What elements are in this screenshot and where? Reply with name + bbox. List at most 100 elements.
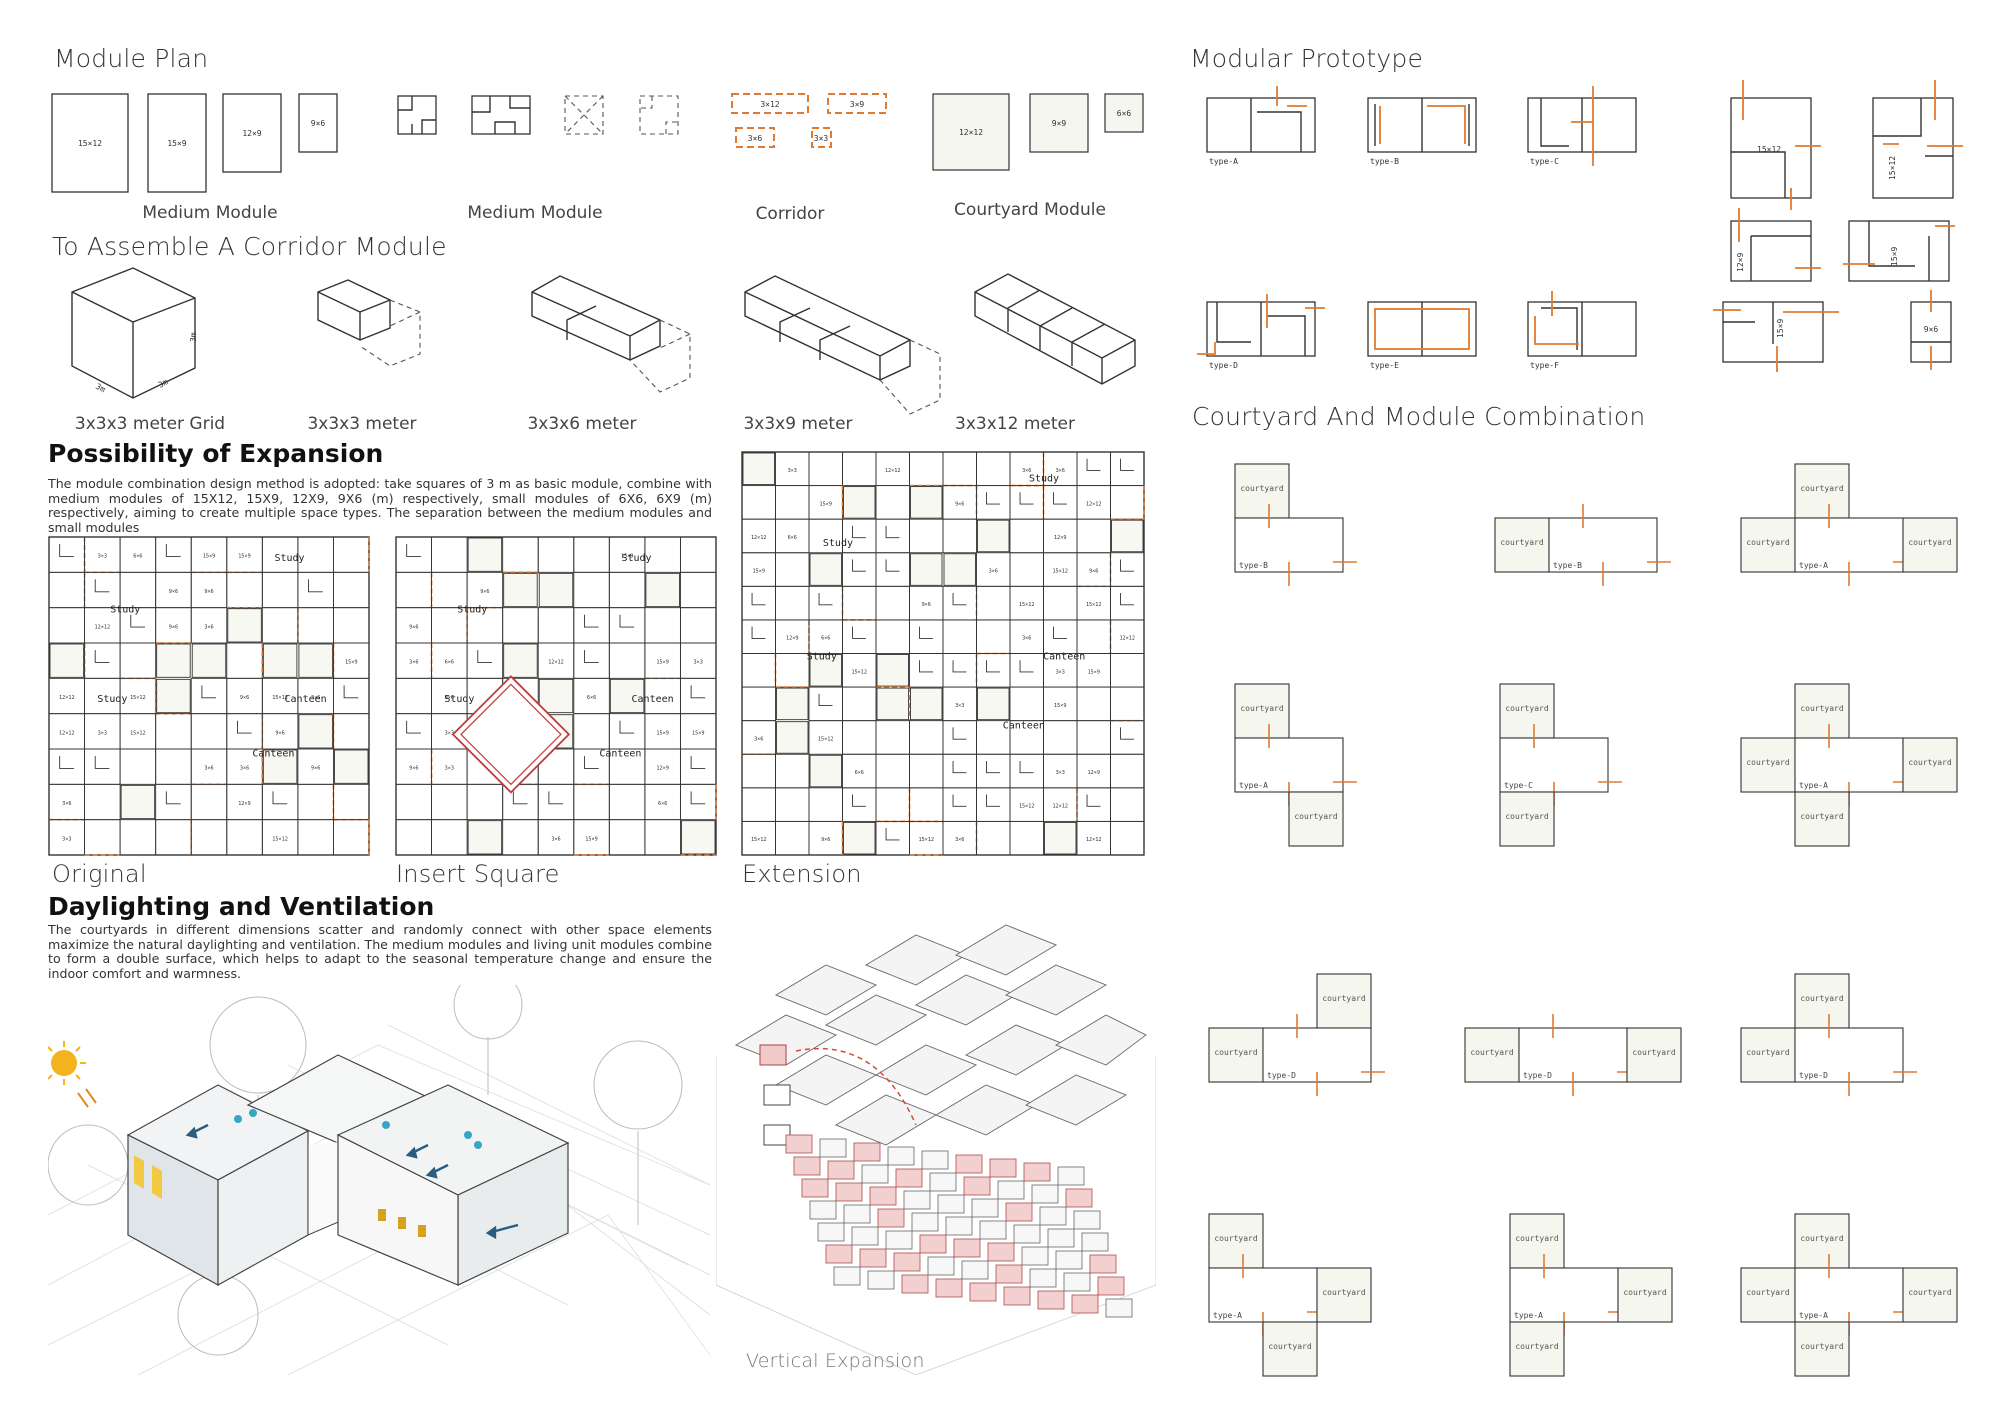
- plan-room-label: Canteen: [252, 748, 294, 759]
- courtyard-label: courtyard: [1746, 1288, 1790, 1297]
- module-block: [945, 1216, 973, 1236]
- svg-text:3m: 3m: [157, 377, 170, 390]
- module-block: [893, 1252, 921, 1272]
- plan-courtyard-cell: [776, 721, 809, 754]
- plan-room-label: Canteen: [285, 694, 327, 705]
- plan-courtyard-cell: [49, 643, 85, 678]
- plan-cell-label: 3×3: [694, 660, 703, 666]
- expansion-paragraph: The module combination design method is …: [48, 476, 712, 535]
- module-block: [921, 1150, 949, 1170]
- type-b: type-B: [1367, 97, 1477, 166]
- plan-courtyard-cell: [809, 654, 842, 687]
- module-block: [1005, 1202, 1033, 1222]
- plan-cell-label: 15×12: [918, 837, 934, 843]
- plan-room-wall: [406, 544, 421, 557]
- module-plan-title: Module Plan: [54, 44, 209, 73]
- svg-text:type-B: type-B: [1370, 157, 1399, 166]
- plan-room-wall: [406, 720, 421, 734]
- courtyard-label: courtyard: [1908, 758, 1952, 767]
- module-block: [793, 1156, 821, 1176]
- plan-room-wall: [751, 626, 766, 639]
- plan-courtyard-cell: [910, 486, 943, 519]
- module-block: [989, 1158, 1017, 1178]
- roof-panels: [734, 924, 1147, 1146]
- module-block: [1003, 1286, 1031, 1306]
- courtyard-block: [1794, 1213, 1850, 1269]
- plan-room-wall: [165, 791, 181, 805]
- courtyard-block: [1902, 737, 1958, 793]
- proto-15x9: 15×9: [1843, 220, 1955, 282]
- courtyard-block: [1208, 1213, 1264, 1269]
- plan-cell-label: 3×3: [98, 730, 107, 736]
- module-block: [801, 1178, 829, 1198]
- plan-room-label: Canteen: [1003, 720, 1045, 731]
- module-block: [853, 1142, 881, 1162]
- plan-cell-label: 15×12: [1086, 602, 1102, 608]
- plan-cell-label: 15×9: [692, 730, 705, 736]
- plan-cell-label: 9×6: [445, 695, 454, 701]
- plan-courtyard-cell: [262, 749, 298, 784]
- svg-text:12×9: 12×9: [242, 129, 261, 138]
- plan-cell: [431, 819, 468, 856]
- module-block: [963, 1176, 991, 1196]
- plan-courtyard-cell: [843, 486, 876, 519]
- plan-cell: [332, 713, 370, 750]
- module-block: [895, 1168, 923, 1188]
- plan-cell-label: 15×9: [1054, 703, 1067, 709]
- plan-room-wall: [690, 685, 706, 699]
- svg-text:type-F: type-F: [1530, 361, 1559, 370]
- combination-type-label: type-A: [1213, 1311, 1242, 1320]
- plan-cell-label: 3×6: [754, 736, 763, 742]
- plan-room-wall: [619, 614, 635, 628]
- plan-cell-label: 15×12: [751, 837, 767, 843]
- plan-room-wall: [952, 593, 967, 606]
- svg-text:9×6: 9×6: [1924, 325, 1939, 334]
- plan-cell-label: 6×6: [445, 660, 454, 666]
- svg-text:12×12: 12×12: [959, 128, 983, 137]
- plan-room-wall: [94, 650, 110, 663]
- courtyard-label: courtyard: [1470, 1048, 1514, 1057]
- plan-courtyard-cell: [503, 572, 538, 608]
- module-block: [1071, 1294, 1099, 1314]
- plan-cell-label: 3×3: [1056, 770, 1065, 776]
- plan-room-wall: [94, 579, 110, 593]
- module-block: [1081, 1232, 1109, 1252]
- plan-room-wall: [818, 593, 833, 606]
- plan-courtyard-cell: [609, 678, 645, 714]
- combination-type-label: type-A: [1799, 561, 1828, 570]
- plan-room-wall: [272, 791, 288, 805]
- courtyard-label: courtyard: [1240, 484, 1284, 493]
- plan-cell-label: 9×6: [275, 730, 284, 736]
- caption-grid: 3x3x3 meter Grid: [74, 414, 226, 434]
- plan-courtyard-cell: [910, 553, 943, 586]
- module-block: [885, 1230, 913, 1250]
- plan-cell-label: 9×6: [204, 589, 213, 595]
- inserted-square-inner: [460, 683, 562, 786]
- plan-cell-label: 12×12: [1086, 837, 1102, 843]
- svg-text:3×6: 3×6: [748, 134, 763, 143]
- plan-room-label: Study: [621, 553, 651, 564]
- plan-cell-label: 3×3: [788, 468, 797, 474]
- module-block: [817, 1222, 845, 1242]
- plan-cell-label: 3×6: [551, 836, 560, 842]
- courtyard-block: [1794, 463, 1850, 519]
- plan-courtyard-cell: [943, 553, 976, 586]
- plan-courtyard-cell: [776, 687, 809, 721]
- plan-cell-label: 3×6: [204, 624, 213, 630]
- combination-diagram: courtyardcourtyardtype-Acourtyardcourtya…: [1740, 1213, 1958, 1377]
- module-block: [1021, 1246, 1049, 1266]
- plan-room-wall: [201, 685, 217, 699]
- svg-text:type-C: type-C: [1530, 157, 1559, 166]
- plan-cell-label: 3×6: [311, 695, 320, 701]
- plan-courtyard-cell: [809, 553, 842, 586]
- module-block: [997, 1180, 1025, 1200]
- proto-15x12-a: 15×12: [1730, 80, 1821, 210]
- courtyard-label: courtyard: [1322, 994, 1366, 1003]
- svg-text:6×6: 6×6: [1117, 109, 1132, 118]
- svg-text:9×6: 9×6: [311, 119, 326, 128]
- caption-extension: Extension: [742, 860, 862, 888]
- module-block: [919, 1234, 947, 1254]
